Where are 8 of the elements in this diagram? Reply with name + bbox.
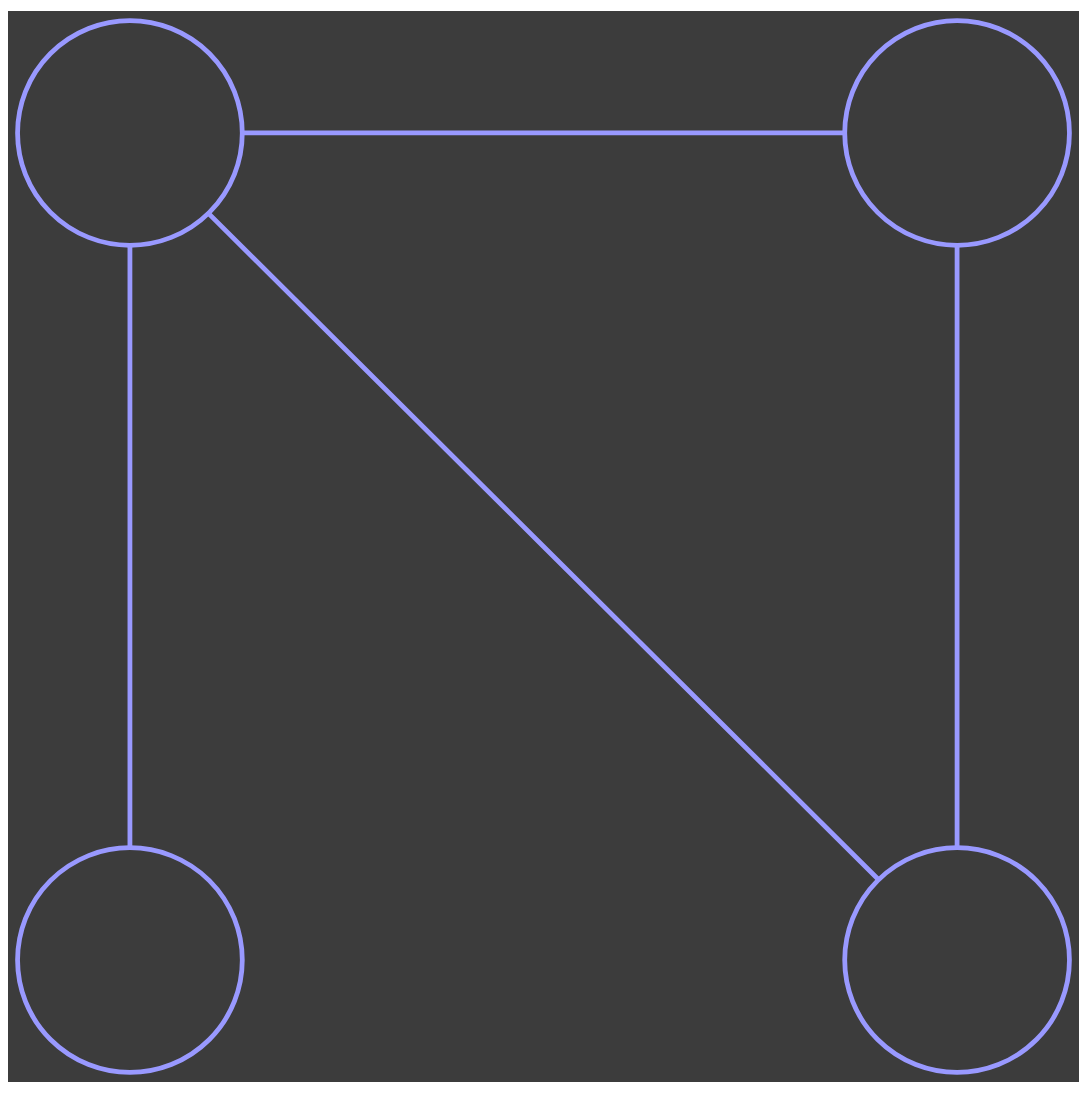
node-circle [842,18,1072,248]
node-circle [842,845,1072,1075]
node-circle [15,845,245,1075]
connector [206,211,881,882]
node-circle [15,18,245,248]
connector [954,245,960,848]
connector [243,130,845,136]
connector [127,245,133,848]
